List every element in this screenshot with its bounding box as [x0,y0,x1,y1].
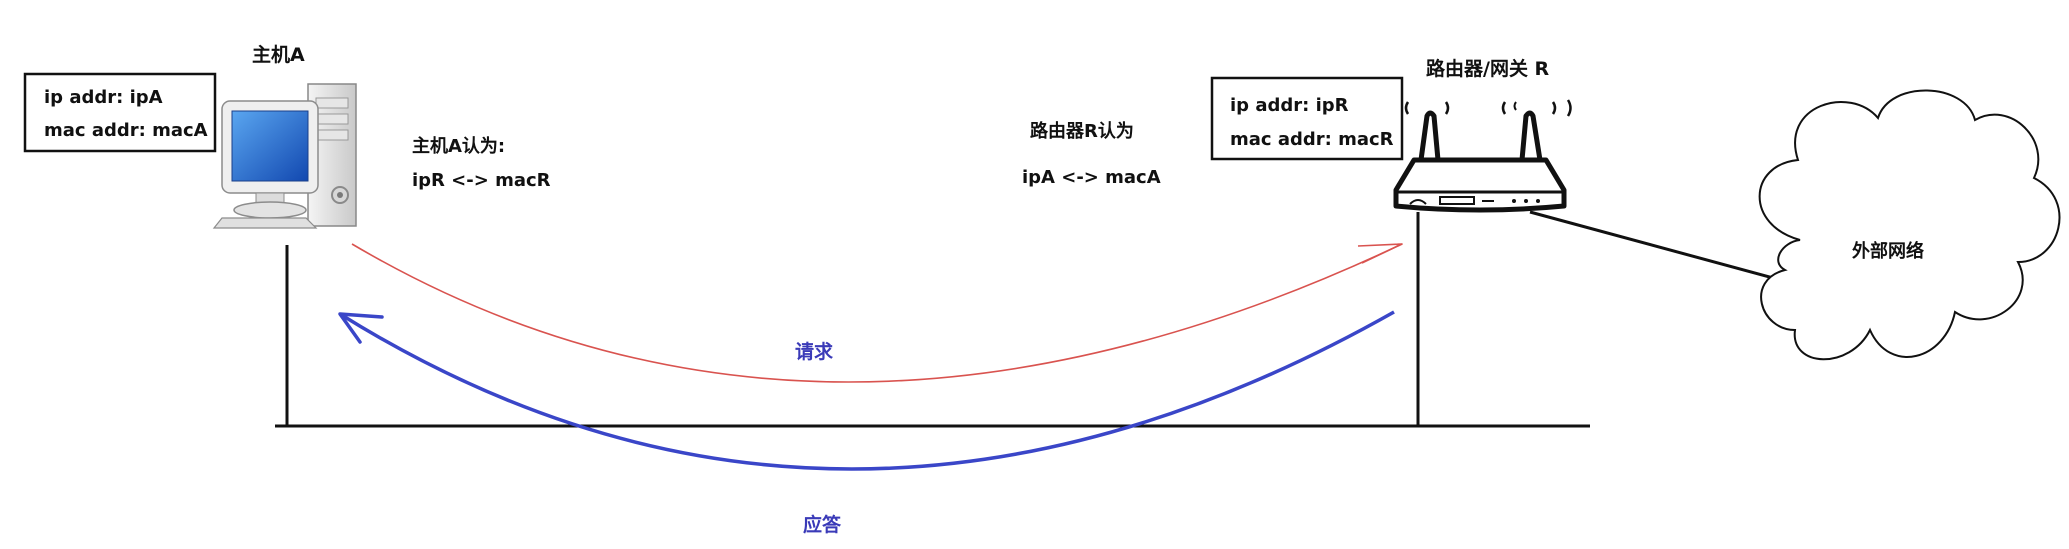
router-address-box: ip addr: ipR mac addr: macR [1210,76,1404,161]
router-belief-title: 路由器R认为 [1030,120,1134,142]
request-arrow [351,243,1403,383]
router-mac-line: mac addr: macR [1230,129,1394,150]
host-mac-line: mac addr: macA [44,120,208,141]
router-belief-mapping: ipA <-> macA [1022,167,1161,188]
host-ip-line: ip addr: ipA [44,87,163,108]
external-network-label: 外部网络 [1852,240,1924,262]
host-belief-title: 主机A认为: [412,135,505,157]
wifi-router-icon [1393,99,1572,213]
response-label: 应答 [803,513,842,536]
desktop-computer-icon [212,83,357,229]
router-to-cloud-link [1529,210,1789,284]
host-address-box: ip addr: ipA mac addr: macA [23,72,217,153]
router-title: 路由器/网关 R [1426,57,1550,80]
cloud-icon [1758,89,2061,361]
response-arrow [338,310,1395,471]
request-label: 请求 [795,340,834,363]
network-bus [275,212,1590,428]
host-title: 主机A [252,44,305,66]
router-ip-line: ip addr: ipR [1230,95,1349,116]
host-belief-mapping: ipR <-> macR [412,170,551,191]
